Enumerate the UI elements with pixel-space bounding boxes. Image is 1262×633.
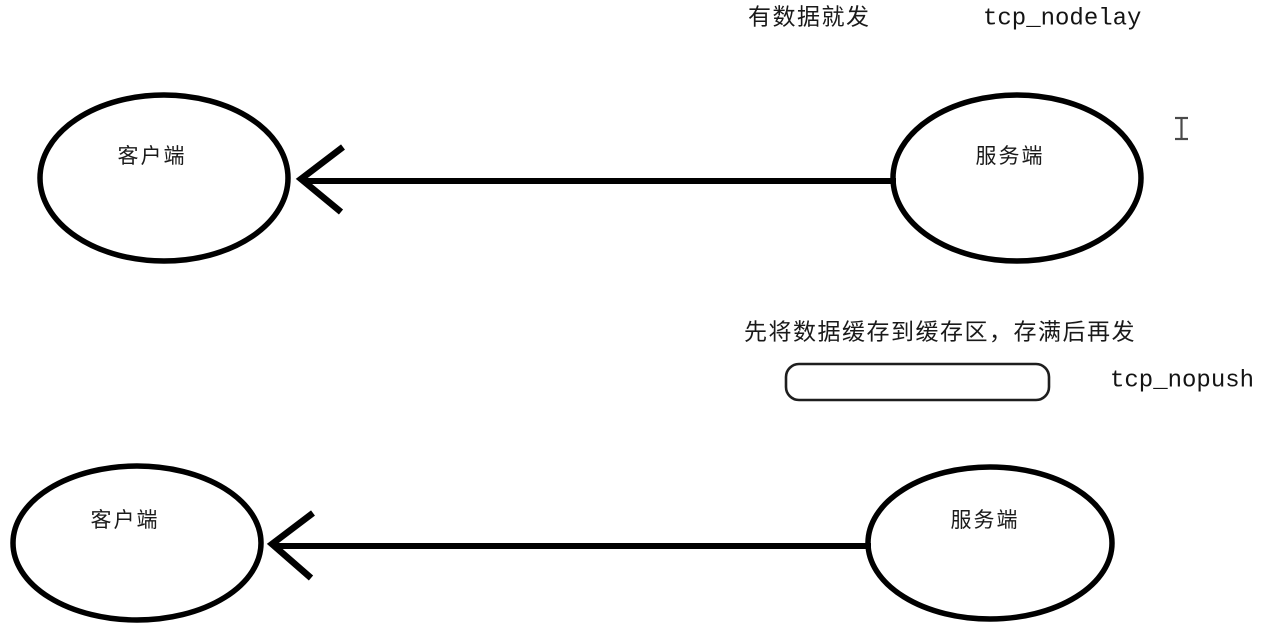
top-server-label: 服务端 — [976, 144, 1045, 168]
bottom-arrow-head — [266, 510, 315, 581]
top-annotation-chinese: 有数据就发 — [748, 4, 871, 29]
top-annotation-option: tcp_nodelay — [983, 5, 1141, 32]
bottom-server-node[interactable]: 服务端 — [865, 464, 1115, 622]
bottom-server-label: 服务端 — [951, 508, 1020, 532]
buffer-box — [784, 362, 1051, 402]
bottom-server-ellipse — [865, 464, 1115, 622]
top-client-ellipse — [37, 92, 291, 264]
top-arrow-head — [295, 144, 345, 215]
top-client-label: 客户端 — [118, 144, 187, 168]
top-data-flow-arrow — [295, 144, 896, 215]
text-cursor — [1175, 116, 1188, 141]
middle-annotation-chinese: 先将数据缓存到缓存区，存满后再发 — [744, 319, 1136, 344]
middle-annotation-option: tcp_nopush — [1110, 367, 1254, 394]
bottom-data-flow-arrow — [266, 510, 871, 581]
top-server-ellipse — [890, 92, 1144, 264]
top-server-node[interactable]: 服务端 — [890, 92, 1144, 264]
bottom-client-node[interactable]: 客户端 — [10, 463, 264, 623]
top-client-node[interactable]: 客户端 — [37, 92, 291, 264]
bottom-client-ellipse — [10, 463, 264, 623]
bottom-client-label: 客户端 — [91, 508, 160, 532]
